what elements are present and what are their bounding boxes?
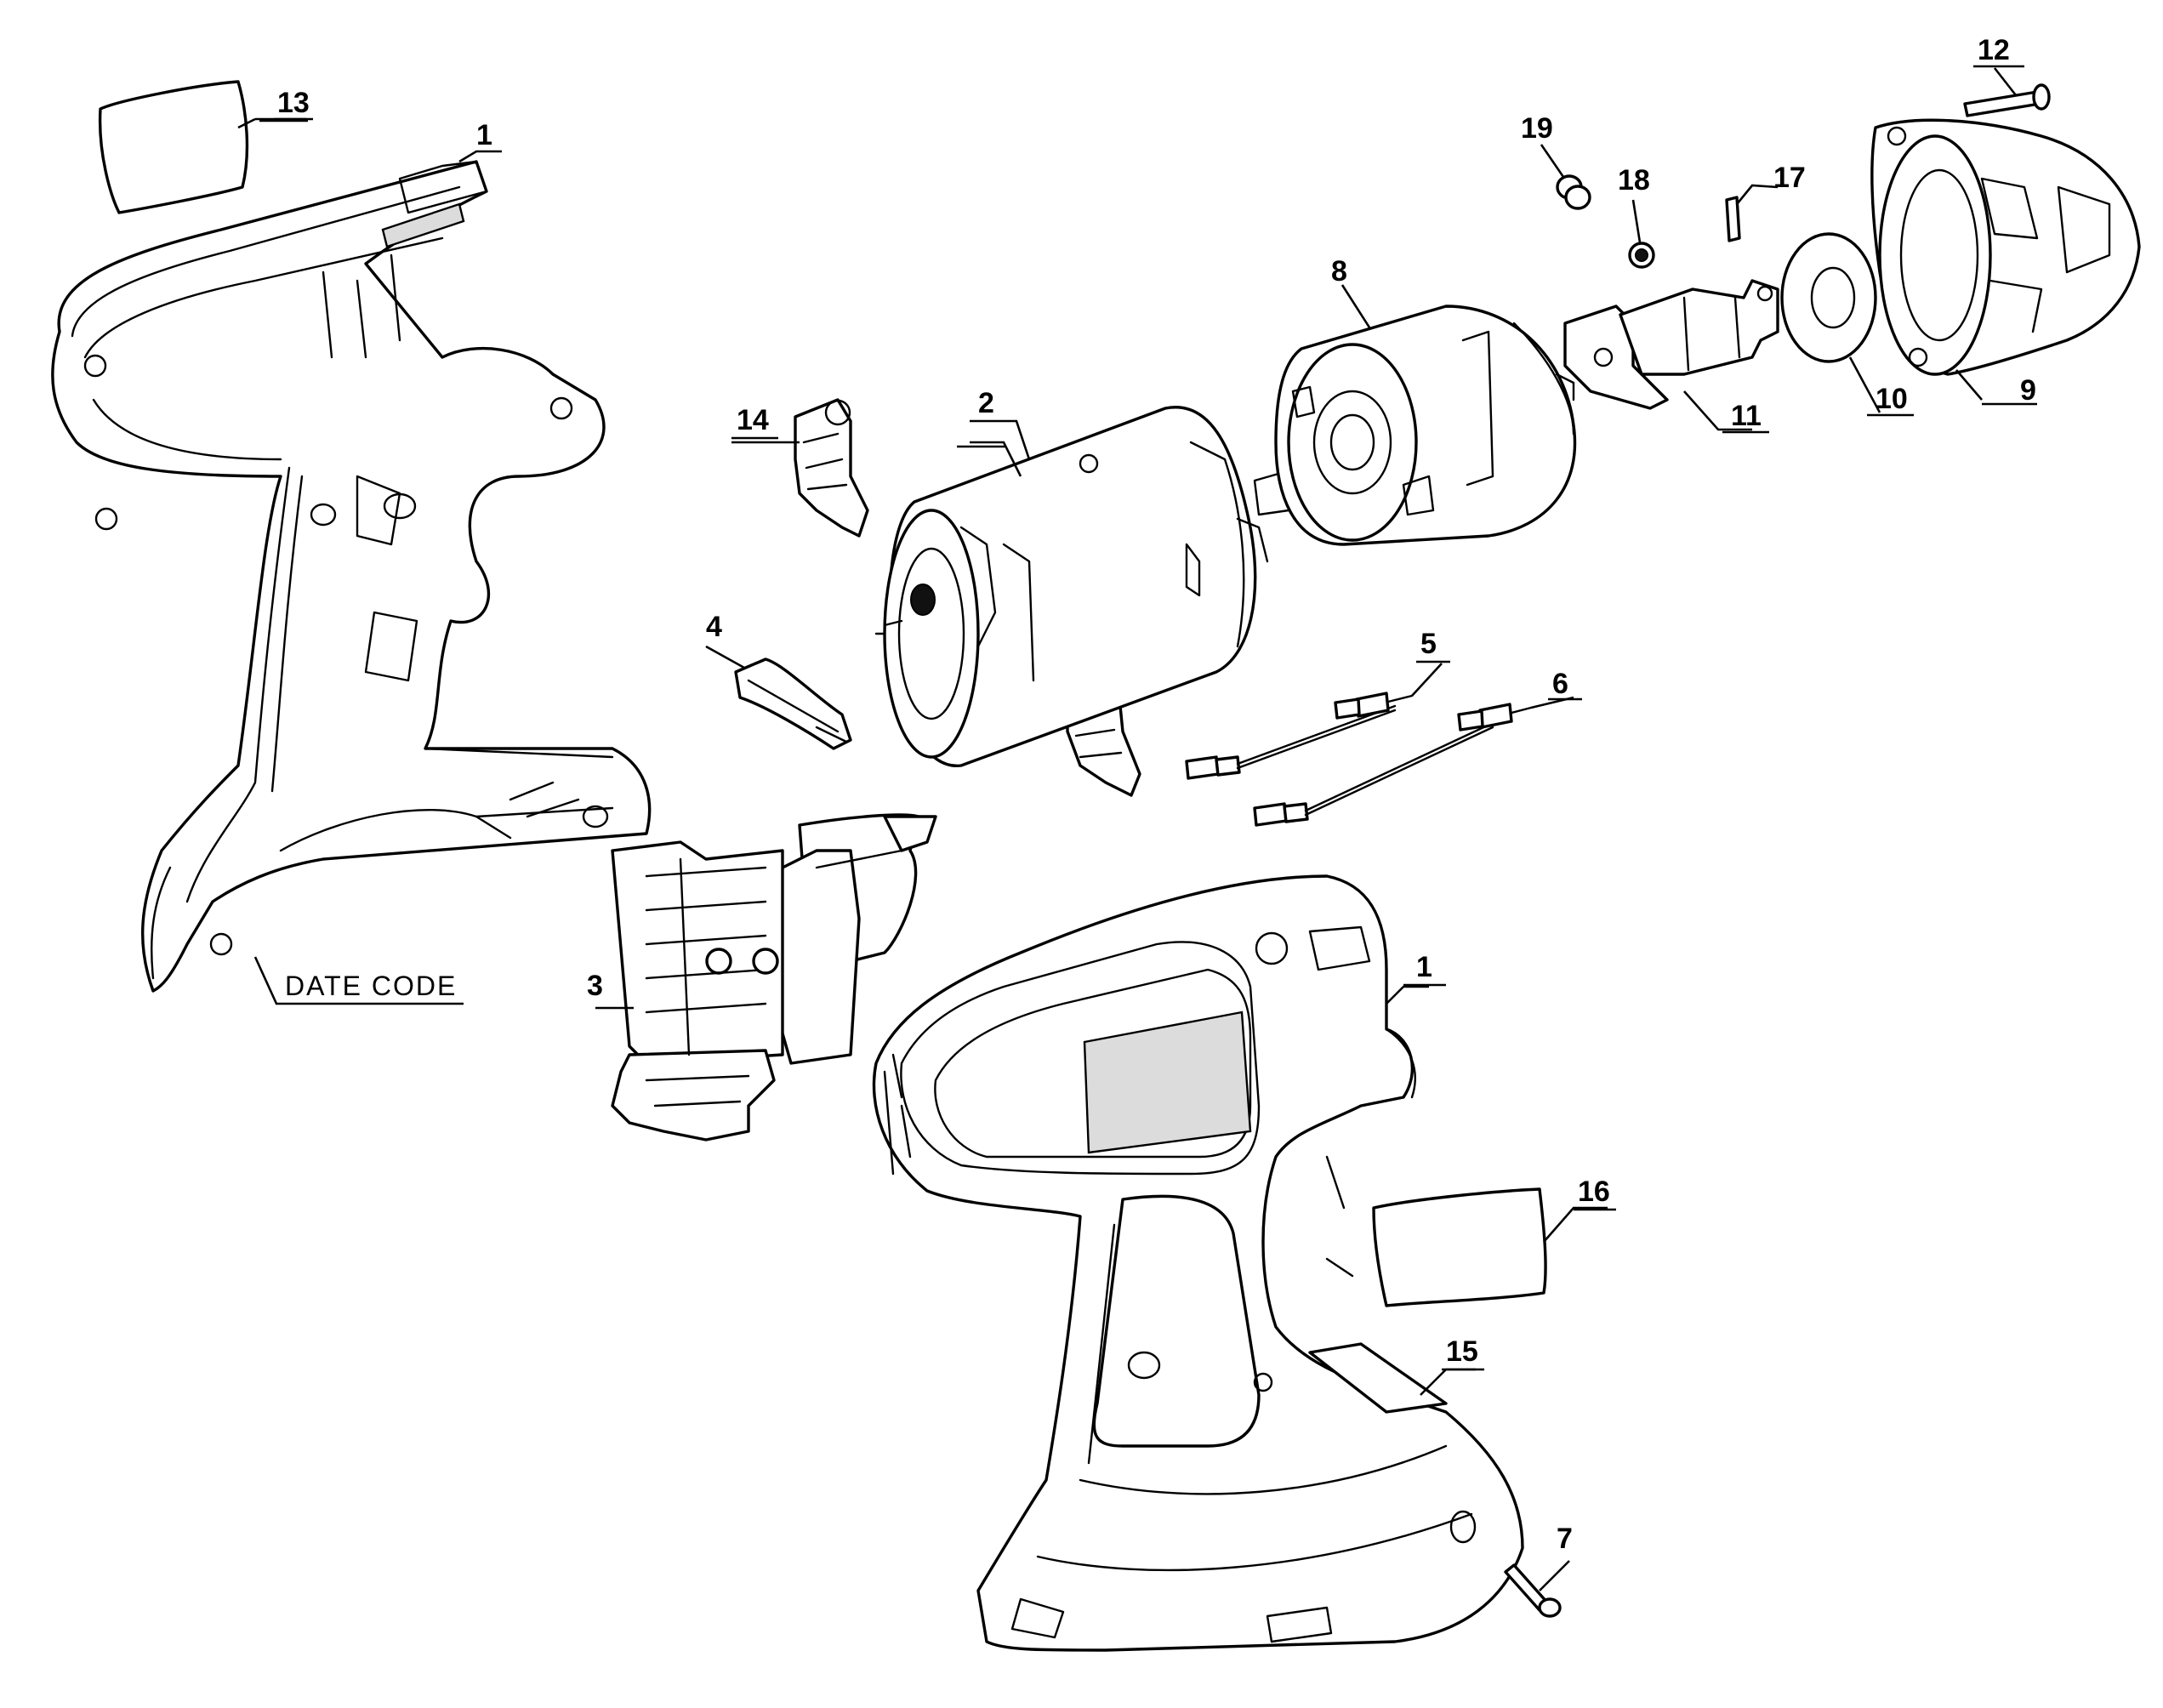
callout-10: 10: [1876, 383, 1908, 415]
callout-16: 16: [1578, 1176, 1610, 1208]
callout-14: 14: [737, 404, 769, 436]
callout-15: 15: [1446, 1335, 1478, 1368]
leader-19: [1540, 144, 1565, 178]
clip-4: [734, 658, 852, 750]
wire-6: [1253, 703, 1533, 827]
leader-12: [1993, 67, 2018, 96]
leader-5: [1411, 663, 1443, 697]
label-plate-13: [98, 80, 249, 214]
callout-leaders: [237, 67, 2018, 1591]
leader-13-tip: [237, 117, 256, 129]
nut-18: [1628, 242, 1655, 269]
leader-10: [1848, 356, 1881, 413]
callout-6: 6: [1552, 668, 1568, 700]
switch-3: [611, 813, 937, 1142]
leader-7: [1539, 1560, 1570, 1591]
callout-4: 4: [706, 611, 722, 643]
leader-16: [1543, 1206, 1608, 1243]
callout-3: 3: [587, 970, 603, 1002]
leader-1: [458, 150, 502, 163]
screw-12: [1963, 83, 2051, 117]
callout-19: 19: [1521, 112, 1553, 145]
spindle-11: [1563, 279, 1779, 410]
leader-1b: [1386, 985, 1429, 1005]
callout-11: 11: [1731, 400, 1762, 432]
leader-date-code: [253, 956, 464, 1005]
gearbox-8: [1274, 305, 1577, 546]
callout-5: 5: [1420, 628, 1437, 660]
callout-7: 7: [1557, 1523, 1573, 1555]
leader-18: [1631, 199, 1642, 243]
washer-10: [1780, 232, 1877, 363]
callout-numbers: 13 1 14 2 8 19 18 17 12 11 10 9 4 5 6 3 …: [274, 34, 2037, 1555]
brush-holder-14: [794, 398, 869, 538]
leader-9: [1955, 369, 1983, 401]
callout-9: 9: [2020, 374, 2036, 407]
leader-4: [705, 645, 745, 669]
date-code-label: DATE CODE: [285, 971, 457, 1001]
motor-2: [874, 406, 1290, 767]
callout-1b: 1: [1416, 951, 1432, 983]
callout-1: 1: [476, 119, 492, 151]
pin-17: [1725, 196, 1741, 242]
leader-2: [970, 441, 1022, 477]
housing-right-half: [872, 874, 1524, 1652]
callout-17: 17: [1773, 162, 1806, 194]
callout-13: 13: [277, 87, 310, 119]
wire-5: [1185, 692, 1414, 780]
nose-housing-9: [1870, 118, 2141, 376]
leader-11: [1683, 390, 1752, 431]
label-plate-16: [1372, 1187, 1547, 1307]
callout-2: 2: [978, 387, 994, 419]
label-plate-15: [1308, 1342, 1448, 1414]
callout-18: 18: [1618, 164, 1650, 196]
leader-17: [1735, 184, 1779, 205]
callout-12: 12: [1978, 34, 2010, 66]
screw-7: [1504, 1563, 1562, 1618]
leader-8: [1340, 284, 1371, 328]
housing-left-half: [51, 160, 652, 993]
cap-19: [1556, 174, 1591, 210]
callout-8: 8: [1331, 255, 1347, 288]
